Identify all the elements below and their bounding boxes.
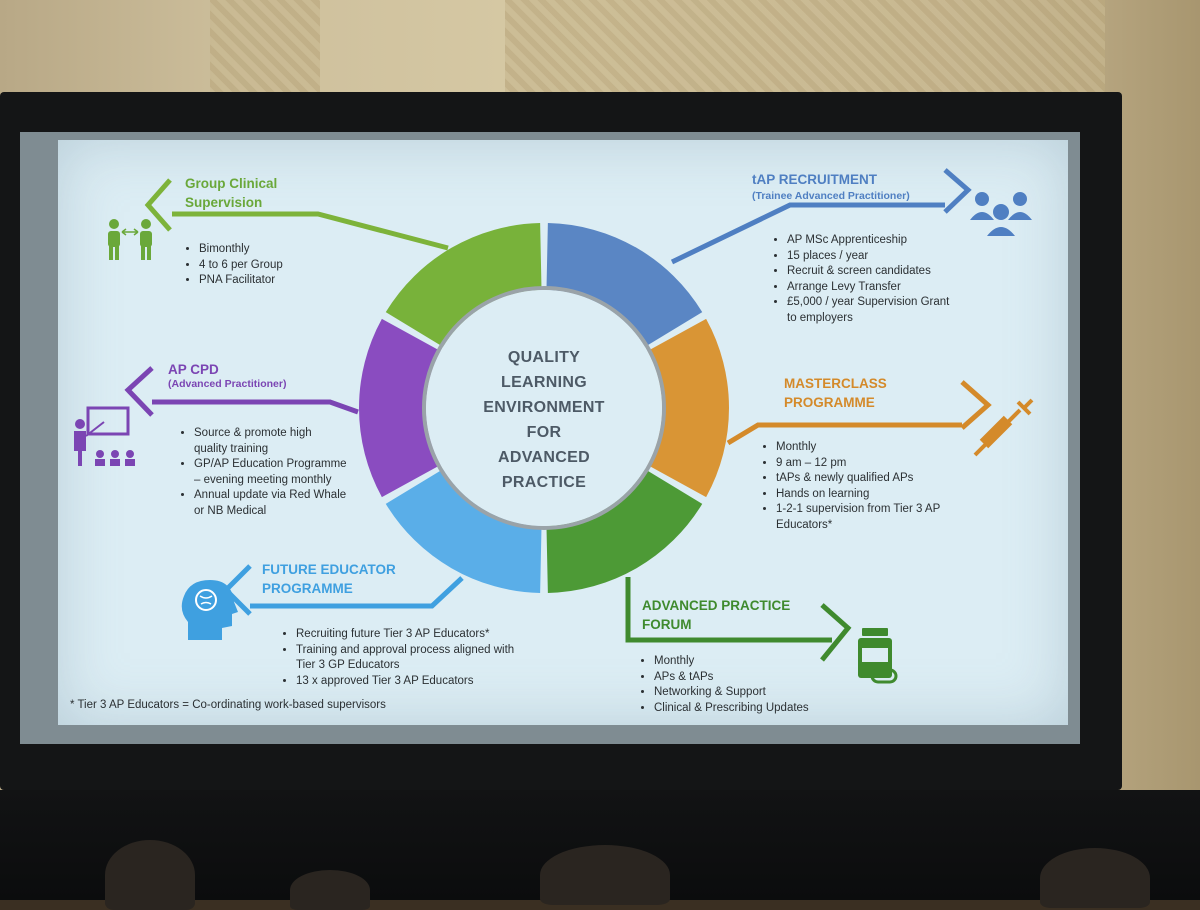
center-line: FOR: [526, 424, 562, 441]
list-item: Educators*: [776, 518, 833, 531]
list-item: 15 places / year: [787, 249, 949, 265]
tap-recruitment-connector: [670, 202, 945, 265]
list-item: Annual update via Red Whale: [194, 488, 347, 504]
audience-head: [1040, 848, 1150, 908]
list-item: Arrange Levy Transfer: [787, 280, 949, 296]
ap-cpd-bullets: Source & promote high quality training G…: [180, 426, 347, 519]
tap-recruitment-subtitle: (Trainee Advanced Practitioner): [752, 190, 910, 202]
forum-title: ADVANCED PRACTICE FORUM: [642, 596, 790, 634]
list-item: £5,000 / year Supervision Grant: [787, 295, 949, 311]
list-item: Recruit & screen candidates: [787, 264, 949, 280]
ap-cpd-arrowhead: [124, 366, 154, 417]
masterclass-title: MASTERCLASS PROGRAMME: [784, 374, 887, 412]
audience-head: [105, 840, 195, 910]
list-item: Clinical & Prescribing Updates: [654, 701, 809, 717]
list-item: AP MSc Apprenticeship: [787, 233, 949, 249]
ring-center: [426, 290, 662, 526]
group-supervision-bullets: Bimonthly 4 to 6 per Group PNA Facilitat…: [185, 242, 283, 289]
syringe-icon: [973, 398, 1034, 457]
center-line: PRACTICE: [501, 474, 587, 491]
forum-bullets: Monthly APs & tAPs Networking & Support …: [640, 654, 809, 716]
tap-recruitment-title: tAP RECRUITMENT: [752, 172, 878, 187]
ring-segment: [385, 223, 542, 347]
group-supervision-connector: [172, 211, 449, 251]
list-item: GP/AP Education Programme: [194, 457, 347, 473]
masterclass-title-line-2: PROGRAMME: [784, 395, 875, 410]
list-item: Networking & Support: [654, 685, 809, 701]
list-item: Source & promote high: [194, 426, 347, 442]
future-educator-title-line-1: FUTURE EDUCATOR: [262, 562, 396, 577]
ring-segment: [647, 318, 729, 498]
ring-inner-border: [422, 286, 666, 530]
list-item: PNA Facilitator: [199, 273, 283, 289]
masterclass-arrowhead: [960, 380, 992, 430]
people-exchange-icon: [108, 219, 152, 260]
masterclass-connector: [726, 422, 962, 446]
ap-cpd-connector: [152, 399, 359, 415]
group-supervision-title-line-2: Supervision: [185, 195, 263, 210]
list-item: Bimonthly: [199, 242, 283, 258]
ring-segment: [546, 223, 703, 347]
center-title: QUALITY LEARNING ENVIRONMENT FOR ADVANCE…: [426, 310, 662, 530]
future-educator-bullets: Recruiting future Tier 3 AP Educators* T…: [282, 627, 514, 689]
forum-title-line-1: ADVANCED PRACTICE: [642, 598, 791, 613]
masterclass-bullets: Monthly 9 am – 12 pm tAPs & newly qualif…: [762, 440, 940, 533]
quality-ring: [359, 223, 729, 593]
list-item: tAPs & newly qualified APs: [776, 471, 940, 487]
wall-panel-left: [210, 0, 320, 95]
ring-segment: [546, 469, 703, 593]
group-supervision-title-line-1: Group Clinical: [185, 176, 278, 191]
list-item: 1-2-1 supervision from Tier 3 AP: [776, 502, 940, 518]
masterclass-title-line-1: MASTERCLASS: [784, 376, 887, 391]
brain-head-icon: [181, 580, 238, 640]
forum-title-line-2: FORUM: [642, 617, 692, 632]
center-line: LEARNING: [501, 374, 587, 391]
forum-arrowhead: [820, 603, 852, 662]
wall-panel-right: [505, 0, 1105, 95]
list-item: Monthly: [654, 654, 809, 670]
ring-segment: [359, 318, 441, 498]
teacher-presentation-icon: [74, 406, 135, 466]
audience-head: [540, 845, 670, 905]
list-item: Hands on learning: [776, 487, 940, 503]
list-item: – evening meeting monthly: [194, 473, 332, 486]
list-item: APs & tAPs: [654, 670, 809, 686]
footnote: * Tier 3 AP Educators = Co-ordinating wo…: [70, 699, 386, 711]
list-item: to employers: [787, 311, 853, 324]
ap-cpd-subtitle: (Advanced Practitioner): [168, 378, 287, 390]
ring-segment: [385, 469, 542, 593]
list-item: Monthly: [776, 440, 940, 456]
list-item: 9 am – 12 pm: [776, 456, 940, 472]
list-item: Recruiting future Tier 3 AP Educators*: [296, 627, 514, 643]
group-supervision-arrowhead: [144, 178, 172, 232]
forum-connector: [625, 577, 832, 643]
list-item: 4 to 6 per Group: [199, 258, 283, 274]
ap-cpd-title: AP CPD: [168, 362, 219, 377]
center-line: ADVANCED: [498, 449, 590, 466]
tap-recruitment-bullets: AP MSc Apprenticeship 15 places / year R…: [773, 233, 949, 326]
future-educator-connector: [250, 576, 464, 609]
group-supervision-title: Group Clinical Supervision: [185, 174, 277, 212]
tap-recruitment-arrowhead: [943, 168, 972, 214]
medicine-bottle-icon: [858, 628, 898, 684]
list-item: 13 x approved Tier 3 AP Educators: [296, 674, 514, 690]
group-users-icon: [970, 192, 1032, 236]
future-educator-title-line-2: PROGRAMME: [262, 581, 353, 596]
list-item: quality training: [194, 442, 269, 455]
list-item: Training and approval process aligned wi…: [296, 643, 514, 659]
center-line: ENVIRONMENT: [483, 399, 605, 416]
list-item: or NB Medical: [194, 504, 267, 517]
center-line: QUALITY: [507, 349, 581, 366]
list-item: Tier 3 GP Educators: [296, 659, 400, 671]
future-educator-title: FUTURE EDUCATOR PROGRAMME: [262, 560, 396, 598]
